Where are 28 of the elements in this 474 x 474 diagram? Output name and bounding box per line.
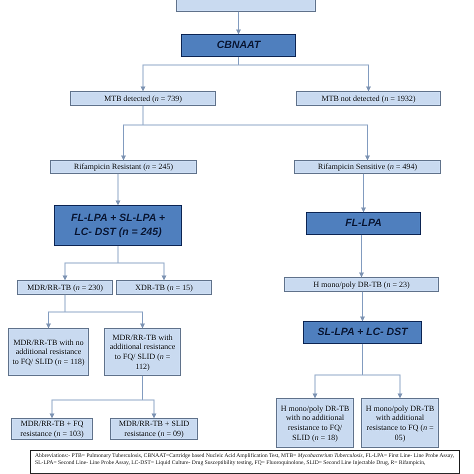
method-box: FL-LPA + SL-LPA + LC- DST (n = 245)	[54, 205, 182, 246]
arrow	[236, 12, 241, 34]
arrow	[142, 376, 156, 418]
result-box: MDR/RR-TB + FQ resistance (n = 103)	[11, 418, 93, 440]
result-box: MDR/RR-TB with additional resistance to FQ/ SLID (n = 112)	[104, 328, 181, 376]
arrow	[142, 106, 370, 160]
result-box: H mono/poly DR-TB (n = 23)	[284, 277, 439, 292]
method-box: CBNAAT	[181, 34, 296, 57]
arrow	[116, 174, 120, 206]
result-box: H mono/poly DR-TB with no additional resistance to FQ/ SLID (n = 18)	[276, 398, 354, 448]
result-box: XDR-TB (n = 15)	[116, 280, 212, 295]
method-box: SL-LPA + LC- DST	[303, 321, 422, 344]
result-box: MDR/RR-TB (n = 230)	[17, 280, 113, 295]
arrow	[360, 292, 365, 322]
arrow	[64, 294, 145, 328]
result-box: MTB detected (n = 739)	[70, 91, 216, 106]
arrow	[118, 246, 166, 280]
arrow	[238, 56, 371, 92]
arrow	[361, 174, 366, 212]
arrow	[359, 234, 364, 278]
arrow	[362, 344, 402, 398]
result-box: Rifampicin Sensitive (n = 494)	[294, 160, 441, 174]
result-box: MTB not detected (n = 1932)	[296, 91, 441, 106]
result-box: MDR/RR-TB with no additional resistance to FQ/ SLID (n = 118)	[8, 328, 89, 376]
result-box: MDR/RR-TB + SLID resistance (n = 09)	[110, 418, 198, 440]
result-box: H mono/poly DR-TB with additional resistance to FQ (n = 05)	[361, 398, 439, 448]
method-box: FL-LPA	[306, 212, 421, 235]
result-box: Rifampicin Resistant (n = 245)	[50, 160, 197, 174]
